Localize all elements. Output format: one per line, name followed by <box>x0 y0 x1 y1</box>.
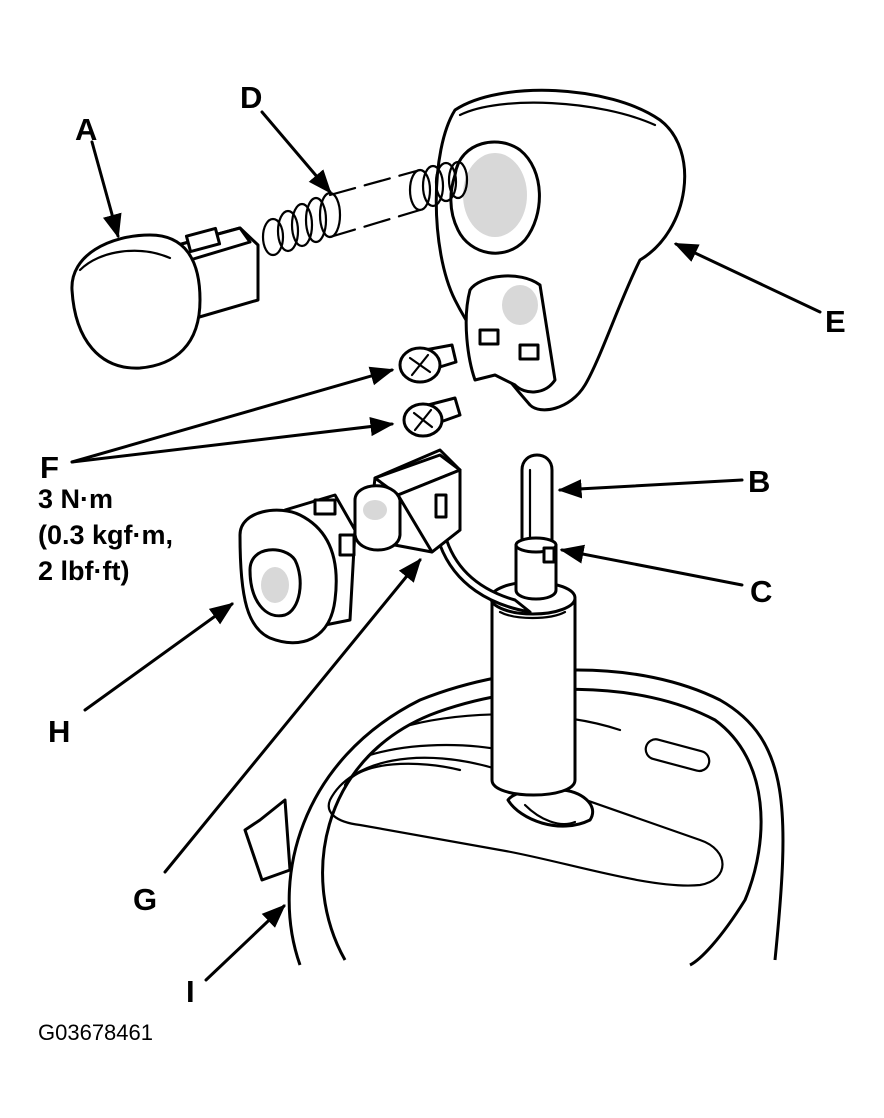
shift-knob <box>434 88 687 412</box>
screw-upper <box>398 343 458 384</box>
indicator-cap <box>238 493 357 645</box>
knob-push-button <box>70 226 260 370</box>
callout-a: A <box>75 112 97 147</box>
switch-harness-wire <box>438 533 532 614</box>
torque-spec-line3: 2 lbf·ft) <box>38 556 129 586</box>
figure-code: G03678461 <box>38 1020 153 1045</box>
callout-b: B <box>748 464 770 499</box>
shift-lock-switch <box>353 448 462 554</box>
rod-collar <box>514 536 558 601</box>
callout-h: H <box>48 714 70 749</box>
shift-lever-tube <box>489 580 577 797</box>
callout-i: I <box>186 974 195 1009</box>
torque-spec-line1: 3 N·m <box>38 484 113 514</box>
callout-e: E <box>825 304 846 339</box>
torque-spec-line2: (0.3 kgf·m, <box>38 520 173 550</box>
callout-d: D <box>240 80 262 115</box>
callout-c: C <box>750 574 772 609</box>
leader-lines <box>70 110 822 982</box>
callout-g: G <box>133 882 157 917</box>
screw-lower <box>402 396 462 438</box>
callout-f: F <box>40 450 59 485</box>
torque-spec: 3 N·m (0.3 kgf·m, 2 lbf·ft) <box>38 484 173 586</box>
release-rod <box>520 453 554 547</box>
